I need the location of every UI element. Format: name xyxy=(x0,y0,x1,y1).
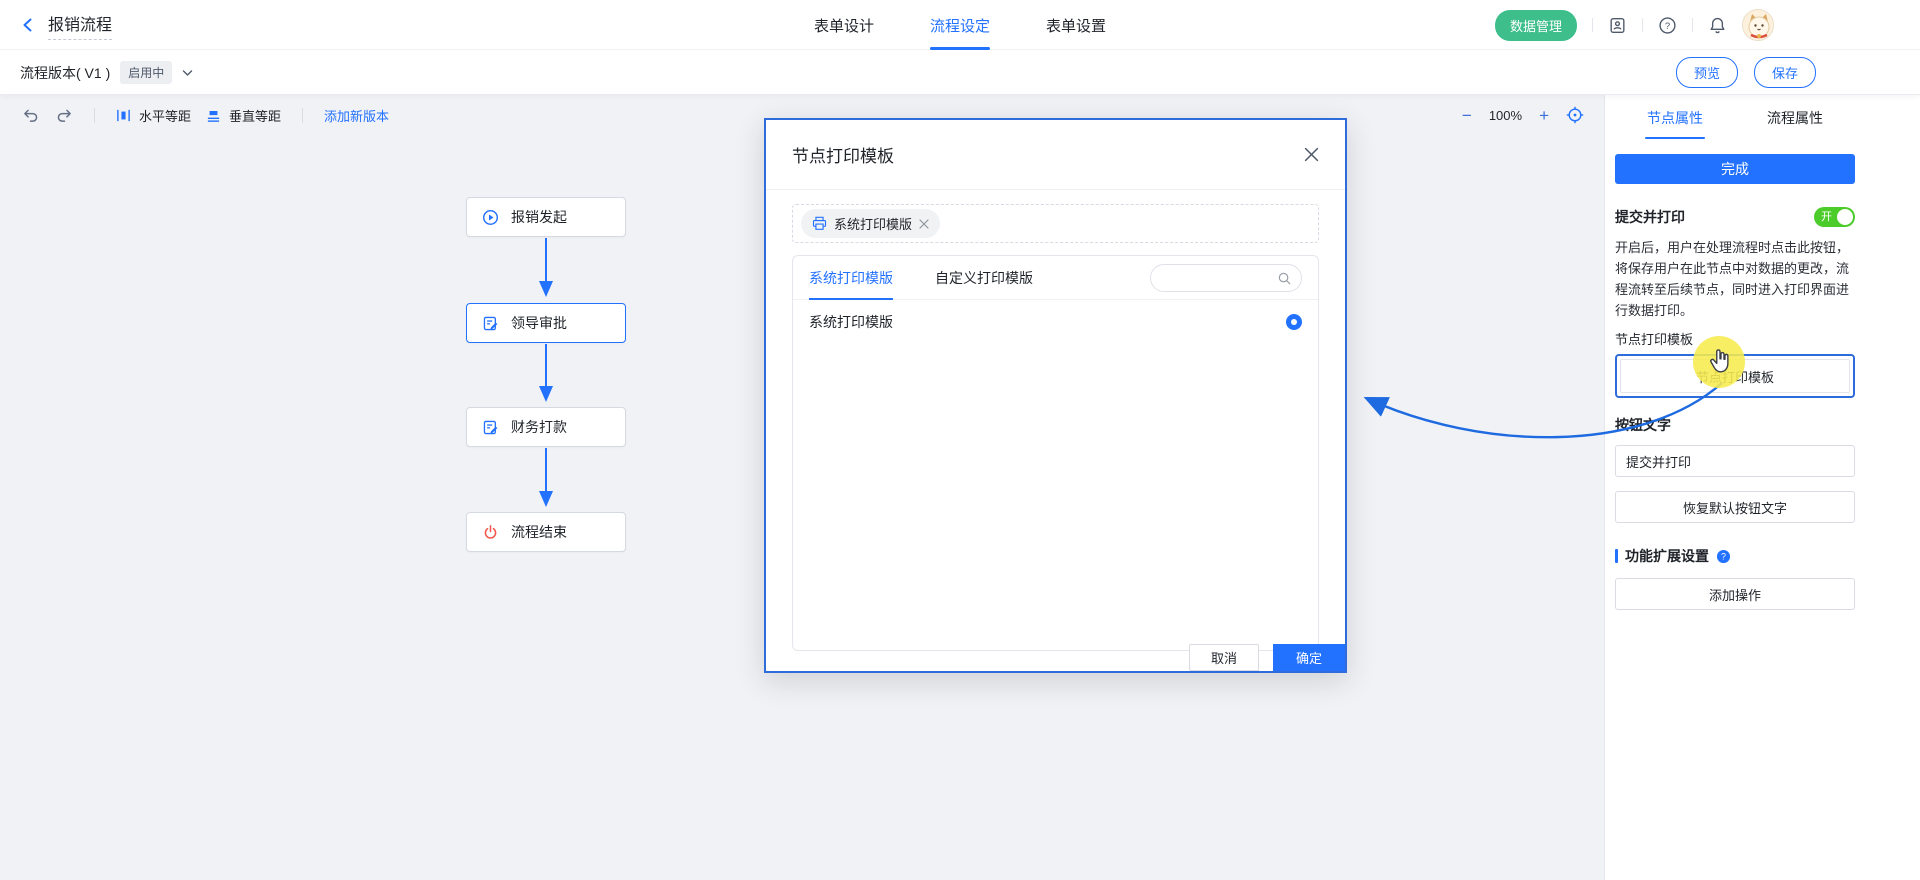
horizontal-spacing-icon xyxy=(116,108,131,123)
undo-button[interactable] xyxy=(22,107,40,124)
svg-text:?: ? xyxy=(1721,551,1726,561)
node-print-template-button[interactable]: 节点打印模板 xyxy=(1620,359,1850,393)
divider xyxy=(94,108,95,123)
button-text-input[interactable] xyxy=(1615,445,1855,477)
edit-doc-icon xyxy=(482,419,499,436)
selected-template-chip[interactable]: 系统打印模版 xyxy=(801,209,941,238)
zoom-level: 100% xyxy=(1488,107,1523,123)
power-icon xyxy=(482,524,499,541)
horizontal-spacing-button[interactable]: 水平等距 xyxy=(116,106,191,125)
divider xyxy=(1592,18,1593,32)
status-badge: 启用中 xyxy=(120,61,173,84)
tab-custom-template[interactable]: 自定义打印模版 xyxy=(935,269,1033,286)
radio-selected[interactable] xyxy=(1286,314,1302,330)
toggle-on-label: 开 xyxy=(1821,211,1832,223)
selected-templates-box: 系统打印模版 xyxy=(792,204,1319,243)
flow-node-payment[interactable]: 财务打款 xyxy=(466,407,626,447)
version-bar: 流程版本( V1 ) 启用中 预览 保存 xyxy=(0,50,1920,95)
help-icon[interactable]: ? xyxy=(1658,16,1677,35)
preview-button[interactable]: 预览 xyxy=(1675,57,1738,88)
zoom-out-button[interactable]: − xyxy=(1461,105,1472,125)
reset-button-text-button[interactable]: 恢复默认按钮文字 xyxy=(1615,491,1855,523)
button-text-label: 按钮文字 xyxy=(1615,417,1671,433)
top-header: 报销流程 表单设计 流程设定 表单设置 数据管理 ? xyxy=(0,0,1920,50)
save-button[interactable]: 保存 xyxy=(1753,57,1816,88)
version-label: 流程版本( V1 ) xyxy=(20,64,111,81)
chevron-down-icon[interactable] xyxy=(182,69,193,77)
redo-button[interactable] xyxy=(55,107,73,124)
node-print-template-modal: 节点打印模板 系统打印模版 系统打印模版 自定义打印模版 xyxy=(764,118,1347,673)
vertical-spacing-icon xyxy=(206,108,221,123)
confirm-button[interactable]: 确定 xyxy=(1272,644,1345,671)
contacts-icon[interactable] xyxy=(1608,16,1627,35)
flow-node-label: 领导审批 xyxy=(511,315,567,331)
divider xyxy=(1642,18,1643,32)
done-button[interactable]: 完成 xyxy=(1615,154,1855,184)
data-manage-button[interactable]: 数据管理 xyxy=(1494,9,1577,41)
node-print-template-button-focus-ring: 节点打印模板 xyxy=(1615,354,1855,398)
play-circle-icon xyxy=(482,209,499,226)
flow-node-approval[interactable]: 领导审批 xyxy=(466,303,626,343)
vertical-spacing-label: 垂直等距 xyxy=(229,109,282,124)
template-list-row[interactable]: 系统打印模版 xyxy=(793,300,1318,344)
search-input[interactable] xyxy=(1151,264,1301,291)
template-name: 系统打印模版 xyxy=(809,314,893,330)
section-accent-bar xyxy=(1615,549,1618,563)
flow-node-end[interactable]: 流程结束 xyxy=(466,512,626,552)
cancel-button[interactable]: 取消 xyxy=(1188,644,1259,671)
page-title[interactable]: 报销流程 xyxy=(48,11,113,40)
zoom-in-button[interactable]: + xyxy=(1539,105,1549,125)
toggle-knob xyxy=(1837,209,1853,225)
chip-label: 系统打印模版 xyxy=(834,217,913,232)
flow-node-label: 流程结束 xyxy=(511,524,567,540)
header-tabs: 表单设计 流程设定 表单设置 xyxy=(814,0,1106,50)
avatar[interactable] xyxy=(1742,9,1774,41)
properties-panel: 节点属性 流程属性 完成 提交并打印 开 开启后，用户在处理流程时点击此按钮，将… xyxy=(1604,95,1920,880)
search-icon xyxy=(1277,271,1292,286)
tab-system-template[interactable]: 系统打印模版 xyxy=(809,256,893,300)
chip-remove-icon[interactable] xyxy=(919,218,929,229)
submit-print-toggle[interactable]: 开 xyxy=(1814,207,1855,227)
edit-doc-icon xyxy=(482,315,499,332)
printer-icon xyxy=(812,216,827,231)
horizontal-spacing-label: 水平等距 xyxy=(139,109,192,124)
template-search xyxy=(1150,263,1302,292)
add-operation-button[interactable]: 添加操作 xyxy=(1615,578,1855,610)
panel-tab-node-props[interactable]: 节点属性 xyxy=(1615,95,1735,141)
template-picker: 系统打印模版 自定义打印模版 系统打印模版 xyxy=(792,255,1319,651)
flow-node-label: 报销发起 xyxy=(511,209,567,225)
back-icon[interactable] xyxy=(20,17,36,33)
divider xyxy=(302,108,304,123)
extension-help-icon[interactable]: ? xyxy=(1716,549,1731,564)
node-print-template-label: 节点打印模板 xyxy=(1615,332,1694,347)
modal-title: 节点打印模板 xyxy=(792,147,894,166)
close-icon[interactable] xyxy=(1304,147,1319,162)
submit-print-description: 开启后，用户在处理流程时点击此按钮，将保存用户在此节点中对数据的更改，流程流转至… xyxy=(1615,240,1850,318)
flow-node-start[interactable]: 报销发起 xyxy=(466,197,626,237)
locate-target-icon[interactable] xyxy=(1566,106,1584,124)
flow-node-label: 财务打款 xyxy=(511,419,567,435)
tab-form-design[interactable]: 表单设计 xyxy=(813,17,874,35)
panel-tab-flow-props[interactable]: 流程属性 xyxy=(1767,110,1823,126)
tab-form-settings[interactable]: 表单设置 xyxy=(1046,17,1107,35)
bell-icon[interactable] xyxy=(1708,16,1727,35)
svg-text:?: ? xyxy=(1665,20,1670,31)
divider xyxy=(1692,18,1693,32)
extension-settings-label: 功能扩展设置 xyxy=(1625,548,1709,564)
add-version-link[interactable]: 添加新版本 xyxy=(324,109,390,124)
vertical-spacing-button[interactable]: 垂直等距 xyxy=(206,106,281,125)
submit-print-label: 提交并打印 xyxy=(1615,209,1685,225)
tab-flow-setting[interactable]: 流程设定 xyxy=(929,0,991,50)
